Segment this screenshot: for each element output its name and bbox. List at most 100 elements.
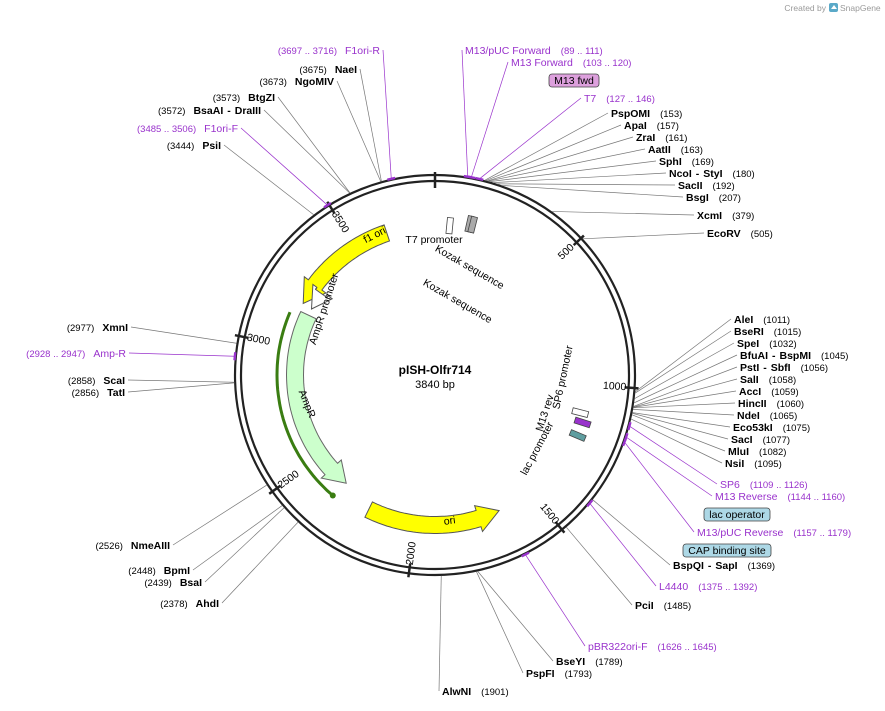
enzyme-pspfi[interactable]: PspFI(1793) bbox=[526, 668, 592, 680]
enzyme-bseri[interactable]: BseRI(1015) bbox=[734, 326, 801, 338]
feature-ori-arrow[interactable] bbox=[364, 501, 500, 534]
leader-primer-l4440 bbox=[589, 503, 657, 587]
map-title: pISH-Olfr714 bbox=[399, 363, 472, 377]
leader-hincii bbox=[633, 402, 736, 409]
enzyme-bpmi[interactable]: (2448)BpmI bbox=[128, 565, 190, 577]
leader-primer-f1ori-r bbox=[382, 49, 392, 179]
tick-label-2500: 2500 bbox=[276, 468, 302, 491]
enzyme-saci[interactable]: SacI(1077) bbox=[731, 434, 790, 446]
primer-m13-forward[interactable]: M13 Forward(103 .. 120) bbox=[511, 57, 631, 69]
enzyme-btgzi[interactable]: (3573)BtgZI bbox=[213, 92, 275, 104]
tick-label-1000: 1000 bbox=[603, 380, 627, 394]
enzyme-ecorv[interactable]: EcoRV(505) bbox=[707, 228, 773, 240]
enzyme-ahdi[interactable]: (2378)AhdI bbox=[160, 598, 219, 610]
feature-m13-rev-8[interactable] bbox=[573, 416, 592, 429]
leader-ncoi bbox=[493, 172, 667, 184]
leader-spei bbox=[634, 342, 735, 399]
leader-scai bbox=[127, 379, 235, 383]
enzyme-nsii[interactable]: NsiI(1095) bbox=[725, 458, 782, 470]
enzyme-apai[interactable]: ApaI(157) bbox=[624, 120, 679, 132]
enzyme-zrai[interactable]: ZraI(161) bbox=[636, 132, 687, 144]
leader-naei bbox=[359, 68, 382, 182]
leader-ahdi bbox=[221, 521, 299, 604]
feature-kozak-sequence-6[interactable] bbox=[467, 215, 479, 234]
primer-amp-r[interactable]: (2928 .. 2947)Amp-R bbox=[26, 348, 126, 360]
leader-psti bbox=[633, 366, 738, 407]
primer-l4440[interactable]: L4440(1375 .. 1392) bbox=[659, 581, 757, 593]
primer-t7[interactable]: T7(127 .. 146) bbox=[584, 93, 655, 105]
enzyme-pcii[interactable]: PciI(1485) bbox=[635, 600, 691, 612]
enzyme-spei[interactable]: SpeI(1032) bbox=[737, 338, 797, 350]
enzyme-nmeaiii[interactable]: (2526)NmeAIII bbox=[95, 540, 170, 552]
feature-ampr-arrow[interactable] bbox=[285, 310, 347, 484]
enzyme-xcmi[interactable]: XcmI(379) bbox=[697, 210, 754, 222]
enzyme-sali[interactable]: SalI(1058) bbox=[740, 374, 796, 386]
enzyme-eco53ki[interactable]: Eco53kI(1075) bbox=[733, 422, 810, 434]
feature-lac-promoter-9[interactable] bbox=[568, 429, 587, 442]
enzyme-bsai[interactable]: (2439)BsaI bbox=[144, 577, 202, 589]
leader-primer-amp-r bbox=[128, 352, 235, 357]
leader-xcmi bbox=[551, 211, 695, 216]
feature-sp6-promoter-7[interactable] bbox=[571, 407, 590, 419]
primer-pbr322ori-f[interactable]: pBR322ori-F(1626 .. 1645) bbox=[588, 641, 717, 653]
feature-f1-ori-arrow[interactable] bbox=[302, 224, 391, 305]
feature-t7-promoter-4[interactable] bbox=[445, 217, 454, 235]
tick-3000 bbox=[234, 333, 249, 340]
leader-mlui bbox=[631, 414, 726, 452]
enzyme-bseyi[interactable]: BseYI(1789) bbox=[556, 656, 623, 668]
enzyme-sacii[interactable]: SacII(192) bbox=[678, 180, 735, 192]
leader-zrai bbox=[487, 136, 634, 182]
enzyme-tati[interactable]: (2856)TatI bbox=[72, 387, 125, 399]
enzyme-naei[interactable]: (3675)NaeI bbox=[299, 64, 357, 76]
enzyme-scai[interactable]: (2858)ScaI bbox=[68, 375, 125, 387]
map-size: 3840 bp bbox=[415, 379, 455, 391]
primer-m13-reverse[interactable]: M13 Reverse(1144 .. 1160) bbox=[715, 491, 845, 503]
enzyme-psii[interactable]: (3444)PsiI bbox=[167, 140, 221, 152]
primer-m13-puc-reverse[interactable]: M13/pUC Reverse(1157 .. 1179) bbox=[697, 527, 851, 539]
enzyme-bspqi[interactable]: BspQI-SapI(1369) bbox=[673, 560, 775, 572]
leader-sali bbox=[633, 378, 738, 408]
enzyme-ncoi[interactable]: NcoI-StyI(180) bbox=[669, 168, 755, 180]
enzyme-ngomiv[interactable]: (3673)NgoMIV bbox=[259, 76, 334, 88]
enzyme-acci[interactable]: AccI(1059) bbox=[739, 386, 799, 398]
enzyme-alei[interactable]: AleI(1011) bbox=[734, 314, 790, 326]
primer-f1ori-f[interactable]: (3485 .. 3506)F1ori-F bbox=[137, 123, 238, 135]
leader-lines bbox=[127, 49, 738, 692]
leader-sacii bbox=[497, 183, 676, 186]
enzyme-hincii[interactable]: HincII(1060) bbox=[738, 398, 804, 410]
enzyme-mlui[interactable]: MluI(1082) bbox=[728, 446, 786, 458]
leader-bsgi bbox=[501, 185, 684, 198]
tick-500 bbox=[572, 234, 585, 247]
enzyme-bsaai[interactable]: (3572)BsaAI-DraIII bbox=[158, 105, 261, 117]
enzyme-bfuai[interactable]: BfuAI-BspMI(1045) bbox=[740, 350, 848, 362]
feature-ampr-promoter-arrow[interactable] bbox=[310, 283, 334, 310]
leader-alei bbox=[635, 318, 732, 393]
enzyme-ndei[interactable]: NdeI(1065) bbox=[737, 410, 797, 422]
primer-sp6[interactable]: SP6(1109 .. 1126) bbox=[720, 479, 808, 491]
leader-bpmi bbox=[192, 505, 283, 571]
tick-2500 bbox=[268, 484, 282, 495]
leader-pspomi bbox=[484, 112, 609, 181]
leader-primer-sp6 bbox=[629, 425, 718, 485]
svg-text:M13 fwd: M13 fwd bbox=[554, 75, 594, 87]
leader-tati bbox=[127, 382, 235, 393]
enzyme-bsgi[interactable]: BsgI(207) bbox=[686, 192, 741, 204]
leader-bseyi bbox=[477, 571, 554, 662]
enzyme-pspomi[interactable]: PspOMI(153) bbox=[611, 108, 682, 120]
badge-lac-operator[interactable]: lac operator bbox=[703, 507, 771, 522]
tick-2000 bbox=[407, 563, 412, 578]
leader-primer-f1ori-f bbox=[240, 127, 328, 206]
badge-cap-binding-site[interactable]: CAP binding site bbox=[682, 543, 772, 558]
badge-m13-fwd[interactable]: M13 fwd bbox=[548, 73, 600, 88]
primer-f1ori-r[interactable]: (3697 .. 3716)F1ori-R bbox=[278, 45, 381, 57]
enzyme-sphi[interactable]: SphI(169) bbox=[659, 156, 714, 168]
enzyme-aatii[interactable]: AatII(163) bbox=[648, 144, 703, 156]
enzyme-psti[interactable]: PstI-SbfI(1056) bbox=[740, 362, 828, 374]
ampr-orf-end bbox=[329, 492, 336, 499]
snapgene-logo-icon bbox=[829, 3, 838, 12]
leader-bseri bbox=[634, 330, 732, 394]
primer-m13-puc-forward[interactable]: M13/pUC Forward(89 .. 111) bbox=[465, 45, 603, 57]
enzyme-xmni[interactable]: (2977)XmnI bbox=[67, 322, 128, 334]
enzyme-alwni[interactable]: AlwNI(1901) bbox=[442, 686, 509, 698]
tick-label-3000: 3000 bbox=[246, 332, 271, 348]
